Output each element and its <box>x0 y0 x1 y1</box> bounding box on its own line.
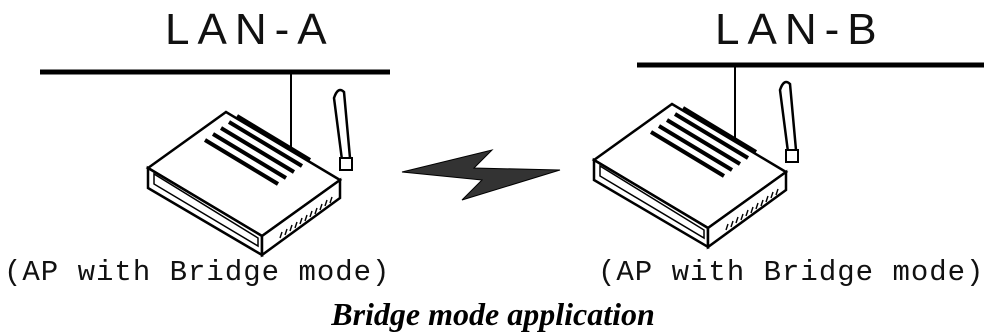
ap-a-label: (AP with Bridge mode) <box>4 256 391 289</box>
figure-caption: Bridge mode application <box>331 296 655 332</box>
router-a-icon <box>145 88 353 258</box>
lan-a-label: LAN-A <box>165 5 335 54</box>
lan-b-label: LAN-B <box>715 5 885 54</box>
router-b-icon <box>591 80 799 250</box>
ap-b-label: (AP with Bridge mode) <box>598 256 985 289</box>
wireless-lightning-icon <box>401 149 561 201</box>
